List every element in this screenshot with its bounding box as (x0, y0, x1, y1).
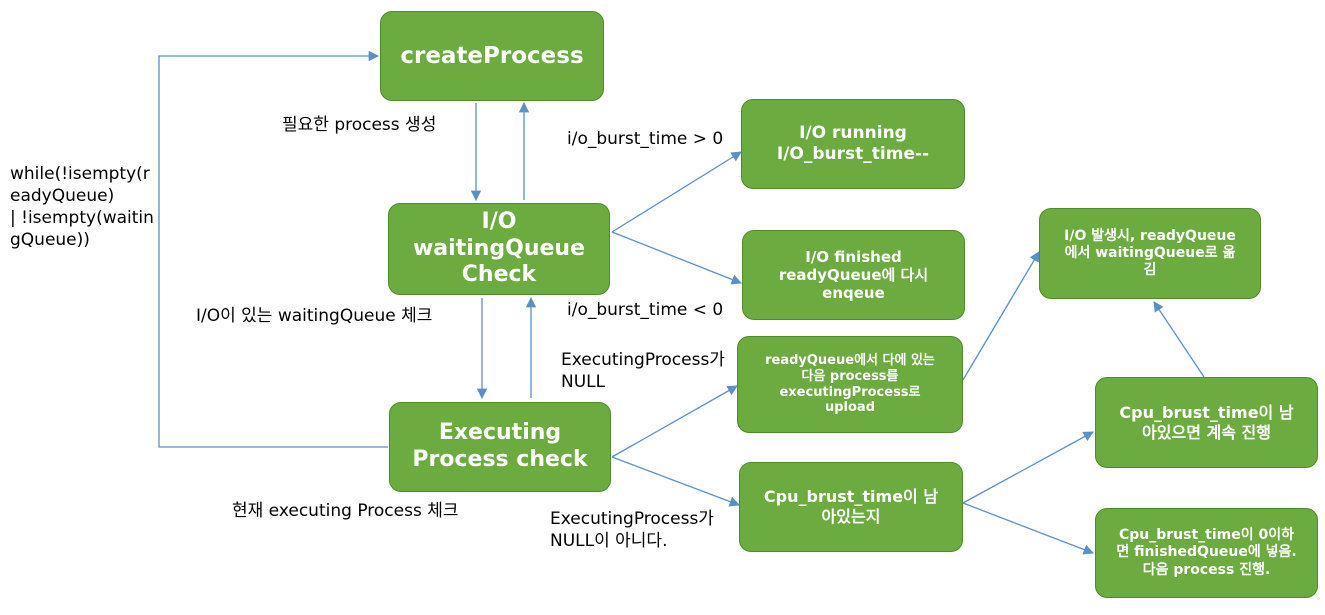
cpu-finished-text: Cpu_brust_time이 0이하 면 finishedQueue에 넣음.… (1116, 527, 1297, 578)
io-to-finished-arrow (611, 231, 742, 285)
cpu-finished-box: Cpu_brust_time이 0이하 면 finishedQueue에 넣음.… (1095, 508, 1318, 598)
loop-back-arrow (158, 50, 388, 448)
io-occurs-move-text: I/O 발생시, readyQueue 에서 waitingQueue로 옮 김 (1064, 227, 1236, 279)
cpu-continue-text: Cpu_brust_time이 남 아있으면 계속 진행 (1119, 402, 1294, 442)
io-waiting-check-box: I/O waitingQueue Check (388, 203, 610, 295)
upload-to-io-occurs-arrow (962, 251, 1040, 381)
create-needed-label: 필요한 process 생성 (282, 115, 437, 135)
exec-to-upload-arrow (611, 385, 738, 458)
io-running-box: I/O running I/O_burst_time-- (741, 99, 965, 189)
cpu-to-finished-arrow (962, 502, 1094, 555)
io-occurs-move-box: I/O 발생시, readyQueue 에서 waitingQueue로 옮 김 (1039, 208, 1261, 299)
io-waiting-check-text: I/O waitingQueue Check (412, 208, 586, 288)
io-running-text: I/O running I/O_burst_time-- (776, 123, 930, 164)
io-to-running-arrow (611, 151, 742, 233)
exec-to-cpu-arrow (611, 456, 740, 507)
cpu-to-continue-arrow (962, 431, 1094, 504)
cpu-continue-box: Cpu_brust_time이 남 아있으면 계속 진행 (1095, 377, 1318, 468)
create-process-box: createProcess (380, 11, 604, 101)
io-finished-text: I/O finished readyQueue에 다시 enqeue (778, 247, 929, 303)
io-burst-gt-label: i/o_burst_time > 0 (567, 129, 724, 149)
exec-not-null-label: ExecutingProcess가 NULL이 아니다. (550, 509, 714, 552)
cpu-remaining-box: Cpu_brust_time이 남 아있는지 (739, 462, 963, 552)
check-waiting-label: I/O이 있는 waitingQueue 체크 (196, 306, 433, 326)
executing-check-box: Executing Process check (389, 402, 611, 492)
create-process-text: createProcess (400, 42, 584, 69)
exec-null-label: ExecutingProcess가 NULL (561, 350, 725, 393)
cpu-remaining-text: Cpu_brust_time이 남 아있는지 (763, 487, 939, 526)
io-burst-lt-label: i/o_burst_time < 0 (567, 300, 724, 320)
check-current-label: 현재 executing Process 체크 (232, 501, 459, 521)
continue-to-io-occurs-arrow (1153, 301, 1205, 378)
loop-condition-label: while(!isempty(r eadyQueue) | !isempty(w… (10, 164, 154, 251)
upload-next-box: readyQueue에서 다에 있는 다음 process를 executing… (737, 336, 963, 433)
upload-next-text: readyQueue에서 다에 있는 다음 process를 executing… (765, 352, 935, 416)
executing-check-text: Executing Process check (412, 420, 588, 472)
io-finished-box: I/O finished readyQueue에 다시 enqeue (742, 230, 965, 320)
